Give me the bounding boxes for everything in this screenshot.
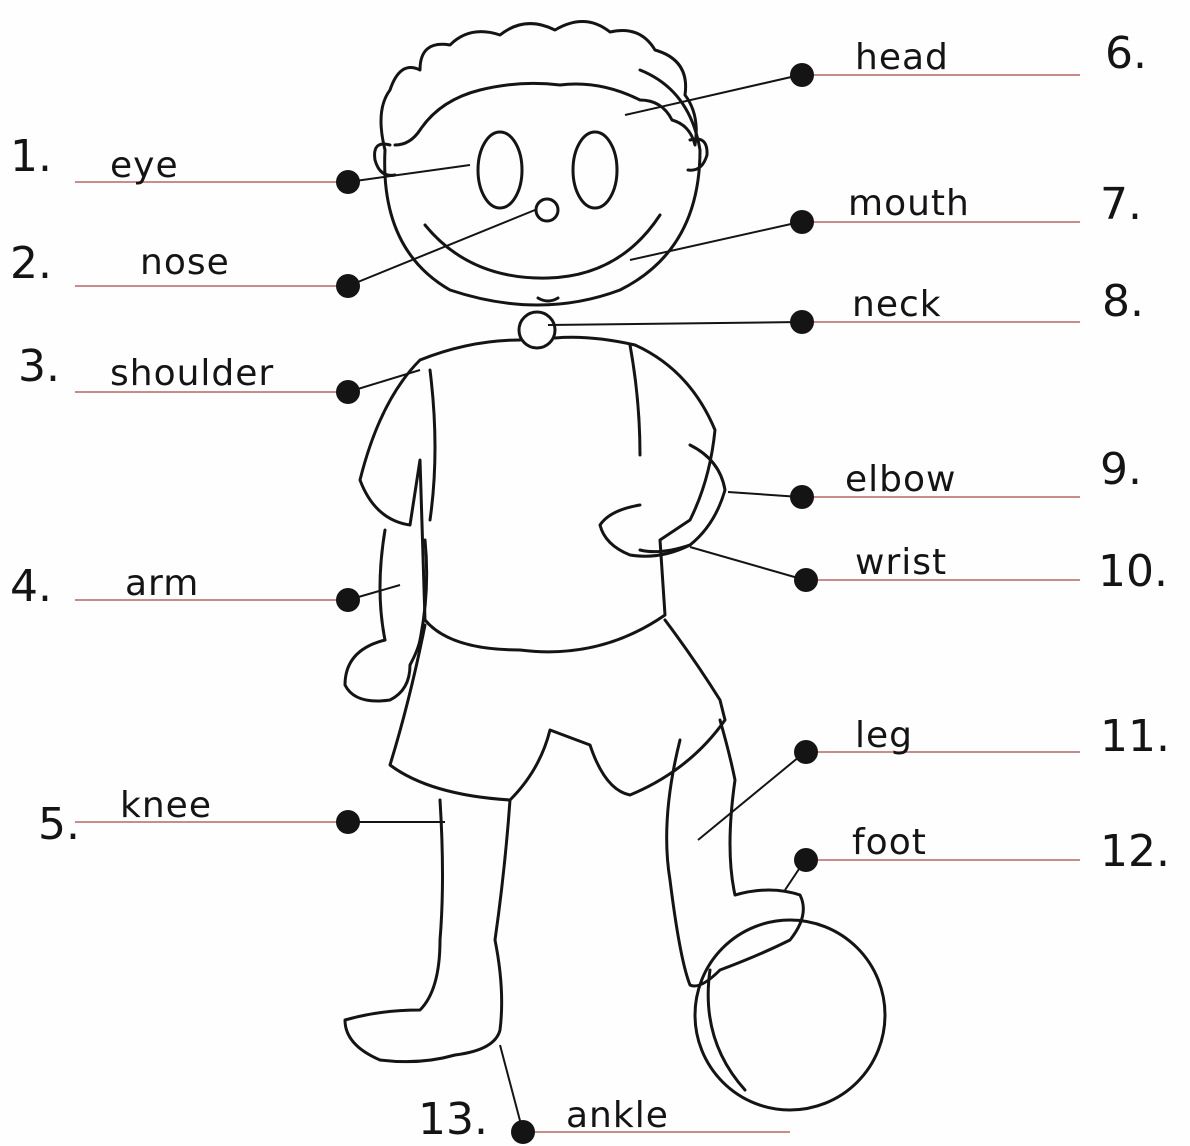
right-arm-shape [640, 445, 725, 552]
label-word-foot: foot [852, 825, 927, 861]
label-number-9: 9. [1100, 448, 1142, 492]
label-word-leg: leg [855, 718, 913, 754]
label-word-elbow: elbow [845, 462, 956, 498]
left-eye [478, 132, 522, 208]
label-number-8: 8. [1102, 280, 1144, 324]
dot [336, 588, 360, 612]
dot [794, 740, 818, 764]
dot [790, 310, 814, 334]
smile [425, 215, 660, 278]
shirt [360, 337, 715, 652]
left-leg [345, 800, 510, 1062]
label-number-10: 10. [1098, 550, 1168, 594]
label-word-knee: knee [120, 788, 212, 824]
dot [336, 810, 360, 834]
chin [538, 298, 558, 301]
label-number-5: 5. [38, 803, 80, 847]
right-eye [573, 132, 617, 208]
dot [790, 63, 814, 87]
label-number-4: 4. [10, 565, 52, 609]
face-outline [385, 70, 700, 305]
dot [790, 210, 814, 234]
label-word-shoulder: shoulder [110, 356, 274, 392]
pointer-lines [348, 75, 805, 1132]
dot [336, 274, 360, 298]
dot [794, 568, 818, 592]
label-number-3: 3. [18, 345, 60, 389]
dot [790, 485, 814, 509]
dot [336, 170, 360, 194]
label-number-13: 13. [418, 1098, 488, 1142]
label-number-1: 1. [10, 135, 52, 179]
shorts [390, 620, 725, 800]
label-number-11: 11. [1100, 715, 1170, 759]
label-number-6: 6. [1105, 32, 1147, 76]
ball [695, 920, 885, 1110]
label-word-nose: nose [140, 245, 230, 281]
label-word-ankle: ankle [566, 1098, 669, 1134]
collar [519, 312, 555, 348]
label-number-2: 2. [10, 242, 52, 286]
hair [381, 21, 696, 150]
nose-shape [536, 199, 558, 221]
dot [794, 848, 818, 872]
label-word-eye: eye [110, 148, 179, 184]
dot [336, 380, 360, 404]
dot [511, 1120, 535, 1144]
label-word-mouth: mouth [848, 186, 970, 222]
label-word-neck: neck [852, 287, 942, 323]
answer-lines [75, 75, 1080, 1132]
left-arm-shape [380, 530, 427, 640]
label-word-arm: arm [125, 566, 199, 602]
label-word-head: head [855, 40, 949, 76]
label-number-12: 12. [1100, 830, 1170, 874]
label-word-wrist: wrist [855, 545, 947, 581]
label-number-7: 7. [1100, 183, 1142, 227]
pointer-dots [336, 63, 818, 1144]
